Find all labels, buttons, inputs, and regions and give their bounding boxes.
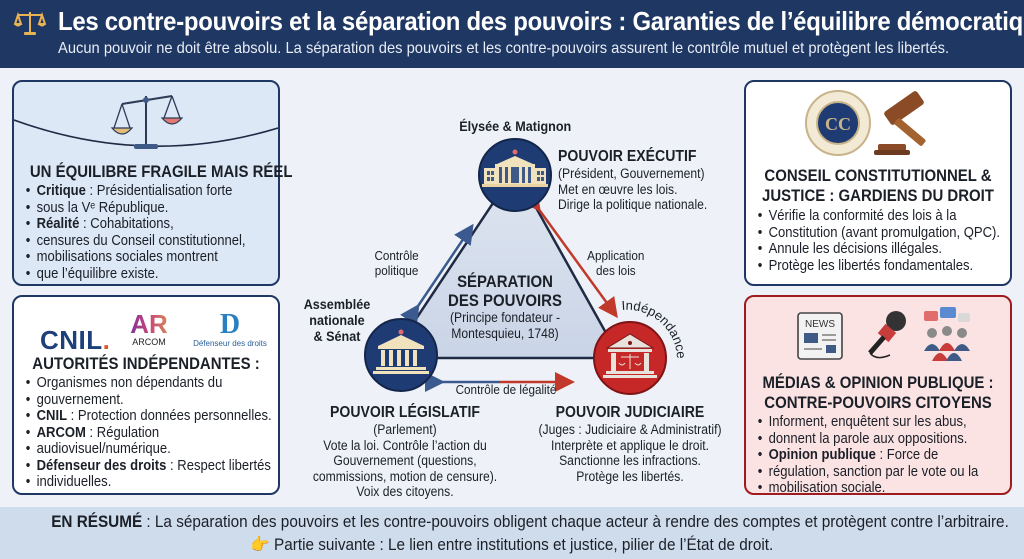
seal-and-gavel-illustration: CC <box>805 90 926 156</box>
list-item-continuation: individuelles. <box>24 474 254 491</box>
box-fragile-balance: UN ÉQUILIBRE FRAGILE MAIS RÉEL Critique … <box>12 80 293 286</box>
box-constitutional-council: CC CONSEIL CONSTITUTIONNEL & JUSTICE : G… <box>744 80 1012 286</box>
arrow-label-legality-control: Contrôle de légalité <box>455 382 557 397</box>
list-item: Défenseur des droits : Respect libertés <box>24 458 271 475</box>
header-banner: Les contre-pouvoirs et la séparation des… <box>0 0 1024 68</box>
list-item-continuation: mobilisations sociales montrent <box>24 249 249 266</box>
gavel-icon <box>874 91 926 155</box>
box-title-line1: CONSEIL CONSTITUTIONNEL & <box>764 166 992 185</box>
list-item-continuation: Constitution (avant promulgation, QPC). <box>756 225 1000 242</box>
list-item-continuation: donnent la parole aux oppositions. <box>756 431 986 448</box>
legislative-description: POUVOIR LÉGISLATIF (Parlement) Vote la l… <box>290 404 520 500</box>
list-item: ARCOM : Régulation <box>24 425 254 442</box>
legislative-title: POUVOIR LÉGISLATIF <box>330 404 480 421</box>
defenseur-des-droits-logo: D Défenseur des droits <box>193 309 267 349</box>
next-part-line: 👉 Partie suivante : Le lien entre instit… <box>250 535 774 554</box>
list-item-continuation: audiovisuel/numérique. <box>24 441 254 458</box>
pointing-hand-icon: 👉 <box>250 535 270 554</box>
svg-text:CC: CC <box>825 114 851 134</box>
list-item-continuation: sous la Vᵉ République. <box>24 200 249 217</box>
judicial-title: POUVOIR JUDICIAIRE <box>555 404 705 421</box>
balance-scale-illustration-icon <box>14 95 278 149</box>
bullet-list: Vérifie la conformité des lois à la Cons… <box>756 208 1011 274</box>
page-title: Les contre-pouvoirs et la séparation des… <box>58 6 1024 36</box>
list-item-continuation: régulation, sanction par le vote ou la <box>756 464 986 481</box>
box-title: AUTORITÉS INDÉPENDANTES : <box>32 354 260 373</box>
box-title-line2: JUSTICE : GARDIENS DU DROIT <box>762 186 994 205</box>
media-illustration: NEWS <box>797 307 970 361</box>
public-opinion-crowd-icon <box>924 307 970 361</box>
summary-line: EN RÉSUMÉ : La séparation des pouvoirs e… <box>51 512 1009 531</box>
page-subtitle: Aucun pouvoir ne doit être absolu. La sé… <box>58 40 950 57</box>
list-item: Vérifie la conformité des lois à la <box>756 208 986 225</box>
box-independent-authorities: CNIL. AR ARCOM D Défenseur des droits AU… <box>12 295 280 495</box>
legislative-location-label: Assemblée nationale & Sénat <box>303 296 371 344</box>
bullet-list: Critique : Présidentialisation forte sou… <box>24 183 274 282</box>
arrow-label-law-application: Application des lois <box>587 248 645 278</box>
list-item-continuation: que l’équilibre existe. <box>24 266 249 283</box>
constitutional-council-seal-icon: CC <box>805 90 871 156</box>
balance-scale-icon <box>14 11 46 35</box>
list-item: Informent, enquêtent sur les abus, <box>756 414 986 431</box>
list-item: Organismes non dépendants du <box>24 375 254 392</box>
center-principle: SÉPARATION DES POUVOIRS (Principe fondat… <box>448 272 562 341</box>
separation-of-powers-diagram: Indépendance Élysée & Matignon POUVOIR E… <box>290 70 740 500</box>
executive-description: POUVOIR EXÉCUTIF (Président, Gouvernemen… <box>558 148 708 212</box>
newspaper-icon: NEWS <box>797 312 843 360</box>
bullet-list: Organismes non dépendants du gouvernemen… <box>24 375 279 491</box>
microphone-icon <box>868 311 906 359</box>
list-item: Réalité : Cohabitations, <box>24 216 249 233</box>
arcom-logo: AR ARCOM <box>124 311 174 347</box>
box-title: UN ÉQUILIBRE FRAGILE MAIS RÉEL <box>29 162 293 181</box>
list-item: Annule les décisions illégales. <box>756 241 986 258</box>
arrow-label-political-control: Contrôle politique <box>374 248 419 278</box>
list-item: Opinion publique : Force de <box>756 447 986 464</box>
authority-logos: CNIL. AR ARCOM D Défenseur des droits <box>14 309 278 356</box>
triangle-diagram: Indépendance <box>364 138 689 395</box>
judicial-description: POUVOIR JUDICIAIRE (Juges : Judiciaire &… <box>538 404 722 484</box>
executive-location-label: Élysée & Matignon <box>459 118 572 134</box>
executive-node-elysee-icon <box>478 138 552 212</box>
list-item: Critique : Présidentialisation forte <box>24 183 249 200</box>
box-title-line2: CONTRE-POUVOIRS CITOYENS <box>764 393 992 412</box>
list-item: CNIL : Protection données personnelles. <box>24 408 272 425</box>
bullet-list: Informent, enquêtent sur les abus, donne… <box>756 414 1011 497</box>
svg-text:NEWS: NEWS <box>805 319 835 330</box>
list-item-continuation: gouvernement. <box>24 392 254 409</box>
list-item-continuation: mobilisation sociale. <box>756 480 986 497</box>
summary-footer: EN RÉSUMÉ : La séparation des pouvoirs e… <box>0 507 1024 559</box>
list-item-continuation: censures du Conseil constitutionnel, <box>24 233 249 250</box>
judicial-node-courthouse-icon <box>593 321 667 395</box>
list-item: Protège les libertés fondamentales. <box>756 258 986 275</box>
box-title-line1: MÉDIAS & OPINION PUBLIQUE : <box>762 373 994 392</box>
legislative-node-parliament-icon <box>364 318 438 392</box>
executive-title: POUVOIR EXÉCUTIF <box>558 148 697 165</box>
cnil-logo: CNIL. <box>40 325 111 355</box>
box-media-public-opinion: NEWS MÉDIAS & OPINION PUBLIQUE <box>744 295 1012 497</box>
